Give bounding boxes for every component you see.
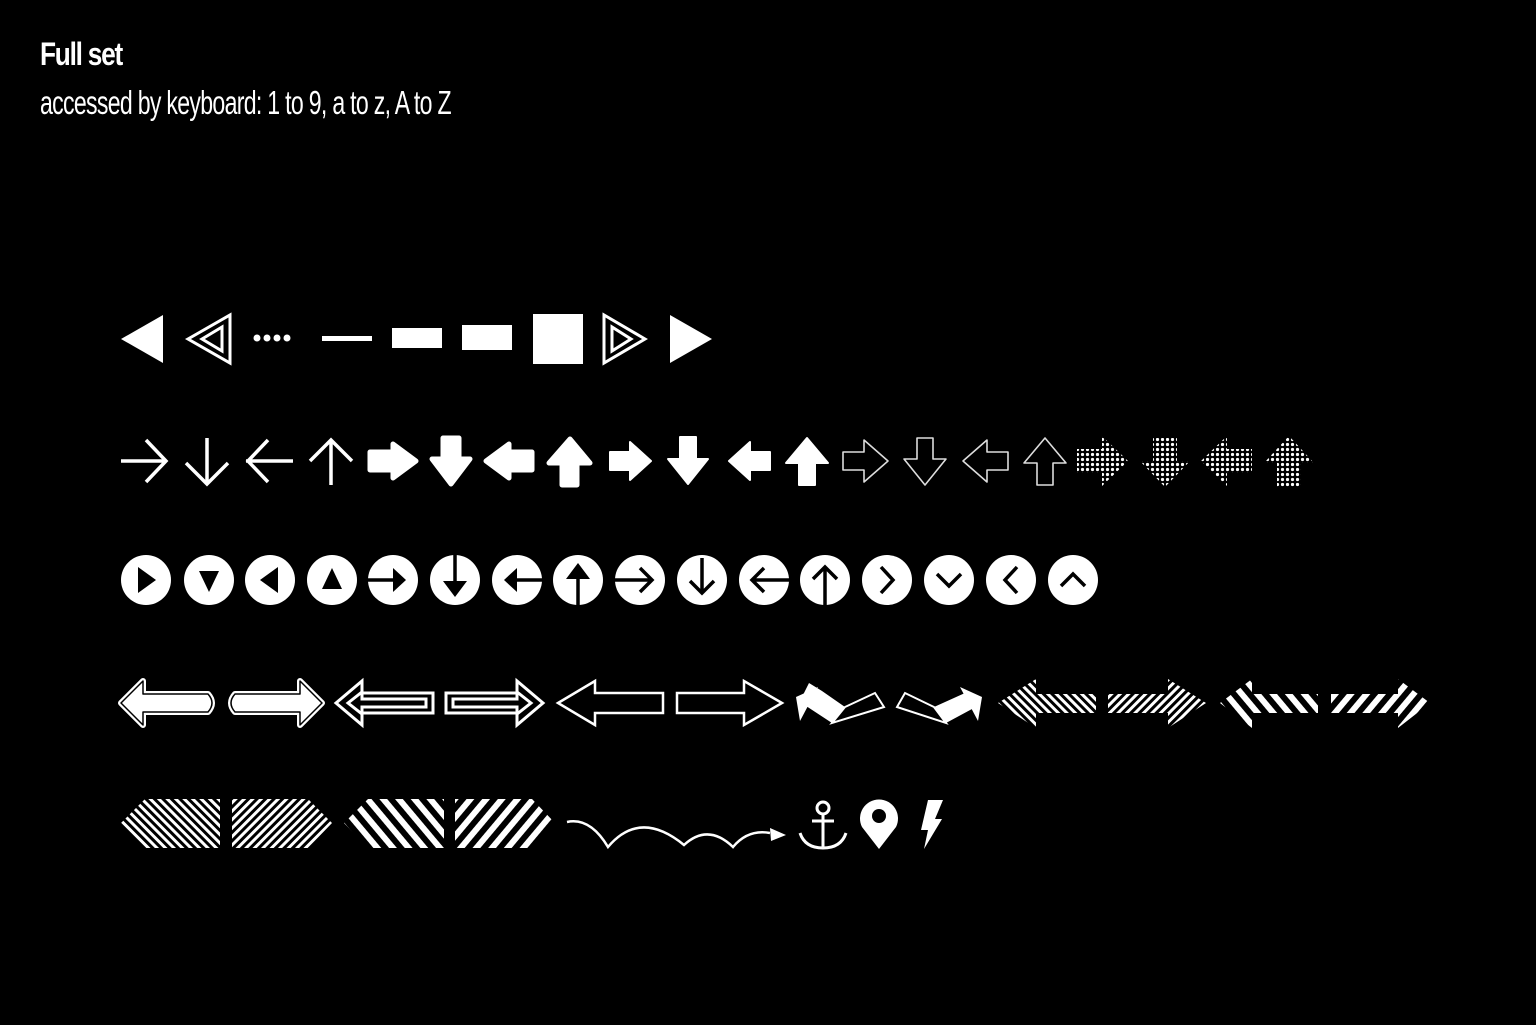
long-arrow-right-double-outline-icon <box>444 677 546 729</box>
long-arrow-left-hatched-fine-icon <box>998 679 1096 728</box>
lightning-icon <box>921 800 943 849</box>
triangle-left-solid-icon <box>121 315 163 363</box>
arrow-right-bold-outlined-icon <box>609 441 652 481</box>
row-5-misc <box>121 799 943 850</box>
page-subtitle: accessed by keyboard: 1 to 9, a to z, A … <box>40 84 452 121</box>
dots-four-icon <box>253 334 291 342</box>
bent-arrow-up-left-icon <box>796 683 886 725</box>
arrow-up-bold-icon <box>546 436 593 488</box>
bouncing-path-arrow-icon <box>566 820 786 850</box>
circle-thin-arrow-down-icon <box>688 558 716 596</box>
arrow-down-thin-icon <box>184 438 230 487</box>
arrow-up-bold-outlined-icon <box>785 437 829 486</box>
triangle-left-outline-icon <box>184 312 232 366</box>
circle-thin-arrow-left-icon <box>749 566 789 594</box>
arrow-left-dotted-icon <box>1201 436 1252 486</box>
circle-thin-arrow-right-icon <box>615 566 655 594</box>
circle-chevron-left-icon <box>1002 565 1019 595</box>
long-arrow-right-hatched-fine-icon <box>1108 679 1206 728</box>
arrow-down-bold-outlined-icon <box>667 436 709 485</box>
circle-play-left-icon <box>260 567 278 593</box>
triangle-right-solid-icon <box>670 315 712 363</box>
long-arrow-right-rounded-icon <box>228 678 325 728</box>
arrow-right-thin-icon <box>121 438 169 484</box>
long-arrow-right-outline-icon <box>675 678 785 728</box>
arrow-right-bold-icon <box>367 441 419 481</box>
arrow-down-dotted-icon <box>1140 438 1190 487</box>
arrow-right-dotted-icon <box>1077 436 1128 486</box>
line-thin-icon <box>322 336 372 341</box>
arrow-up-dotted-icon <box>1264 436 1314 487</box>
row-1-basic-shapes <box>121 312 712 366</box>
arrow-right-outline-icon <box>842 439 889 483</box>
arrow-left-bold-icon <box>483 441 535 481</box>
triangle-right-outline-icon <box>602 312 648 366</box>
long-arrow-left-hatched-wide-icon <box>1220 679 1318 728</box>
arrow-left-outline-icon <box>962 439 1009 483</box>
long-arrow-right-hatched-wide-icon <box>1331 679 1430 728</box>
row-4-long-arrows <box>118 677 1430 729</box>
circle-arrow-up-icon <box>566 563 590 605</box>
circle-play-up-icon <box>322 568 342 589</box>
tag-left-hatched-fine-icon <box>121 799 220 848</box>
tag-left-hatched-wide-icon <box>344 799 444 848</box>
map-pin-icon <box>860 799 898 849</box>
arrow-up-outline-icon <box>1023 437 1067 486</box>
row-2-arrows <box>121 435 1314 488</box>
circle-arrow-down-icon <box>443 555 467 597</box>
arrow-down-outline-icon <box>903 437 947 486</box>
circle-arrow-right-icon <box>368 568 406 592</box>
page-title: Full set <box>40 36 123 72</box>
circle-chevron-right-icon <box>879 565 896 595</box>
circle-play-right-icon <box>138 567 156 593</box>
long-arrow-left-rounded-icon <box>118 678 215 728</box>
tag-right-hatched-wide-icon <box>455 799 555 848</box>
arrow-left-thin-icon <box>245 438 293 484</box>
circle-thin-arrow-up-icon <box>811 564 839 605</box>
arrow-left-bold-outlined-icon <box>728 441 771 481</box>
circle-chevron-down-icon <box>935 572 963 589</box>
tag-right-hatched-fine-icon <box>232 799 332 848</box>
anchor-icon <box>798 800 848 850</box>
bar-medium-icon <box>392 328 442 348</box>
arrow-down-bold-icon <box>429 435 473 487</box>
long-arrow-left-outline-icon <box>555 678 665 728</box>
circle-arrow-left-icon <box>504 568 542 592</box>
circle-play-down-icon <box>199 571 219 592</box>
arrow-up-thin-icon <box>308 437 354 485</box>
bar-thick-icon <box>462 325 512 350</box>
bent-arrow-up-right-icon <box>895 687 982 725</box>
row-3-circle-icons <box>121 555 1098 605</box>
circle-chevron-up-icon <box>1059 571 1087 588</box>
long-arrow-left-double-outline-icon <box>333 677 435 729</box>
square-solid-icon <box>533 314 583 364</box>
